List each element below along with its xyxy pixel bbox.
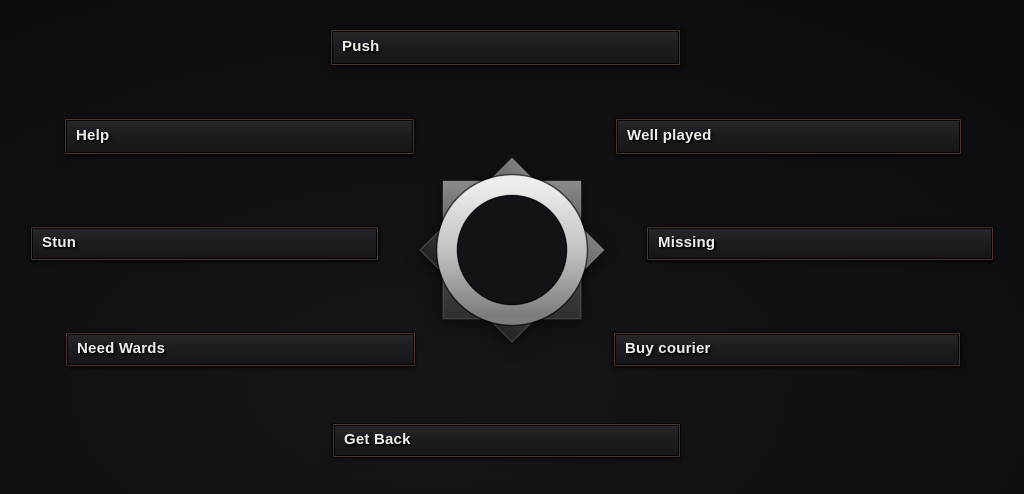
phrase-input-top[interactable] [331,30,680,65]
ring-shape [437,175,587,325]
phrase-input-bottom[interactable] [333,424,680,457]
ring-outer-edge [435,173,589,327]
phrase-input-lower-left[interactable] [66,333,415,366]
phrase-input-left[interactable] [31,227,378,260]
phrase-input-lower-right[interactable] [614,333,960,366]
phrase-input-upper-right[interactable] [616,119,961,154]
phrase-input-right[interactable] [647,227,993,260]
phrase-input-upper-left[interactable] [65,119,414,154]
ring-inner-edge [456,194,568,306]
chat-wheel-icon [419,157,605,343]
